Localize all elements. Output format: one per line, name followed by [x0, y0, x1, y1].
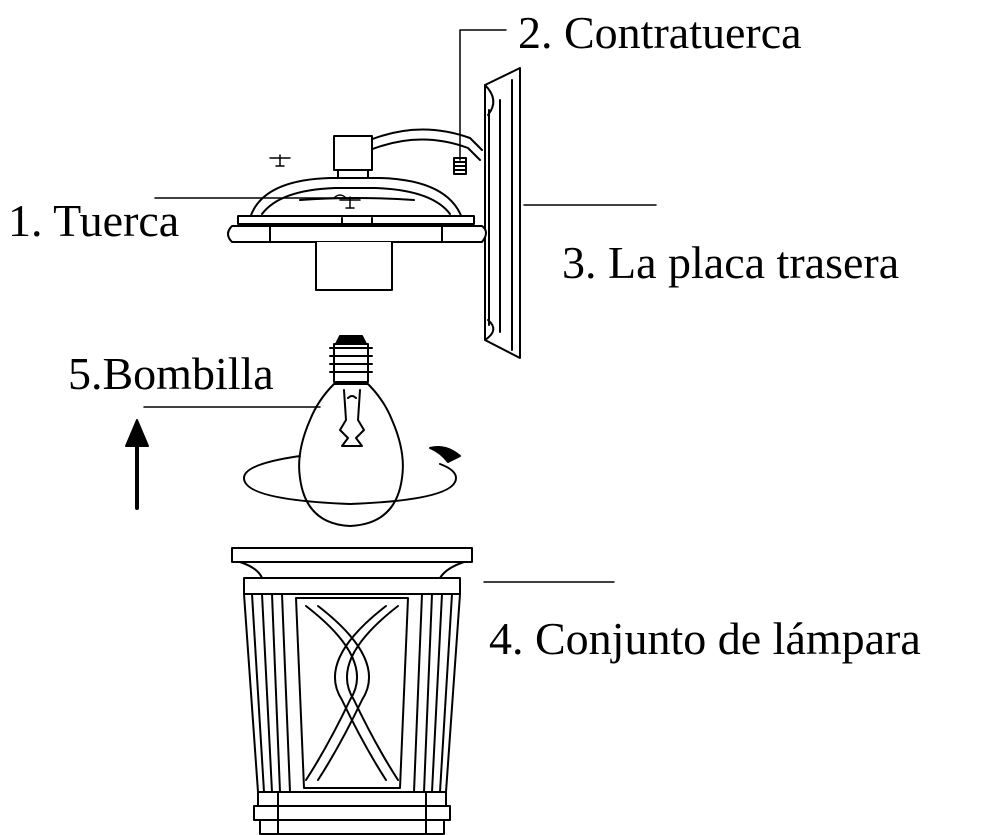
label-lamp-assembly: 4. Conjunto de lámpara	[489, 613, 921, 664]
label-backplate: 3. La placa trasera	[562, 237, 900, 288]
canopy	[227, 135, 487, 291]
label-bulb: 5.Bombilla	[68, 348, 274, 399]
up-arrow	[125, 419, 149, 510]
wires	[369, 128, 483, 161]
label-locknut: 2. Contratuerca	[518, 7, 802, 58]
leader-locknut	[459, 29, 507, 161]
label-nut: 1. Tuerca	[8, 195, 180, 246]
bulb	[298, 335, 404, 527]
leader-lines	[143, 29, 657, 583]
backplate	[484, 67, 521, 359]
lamp-assembly	[231, 547, 473, 835]
rotation-indicator	[243, 446, 461, 505]
nut-symbols	[269, 154, 361, 209]
